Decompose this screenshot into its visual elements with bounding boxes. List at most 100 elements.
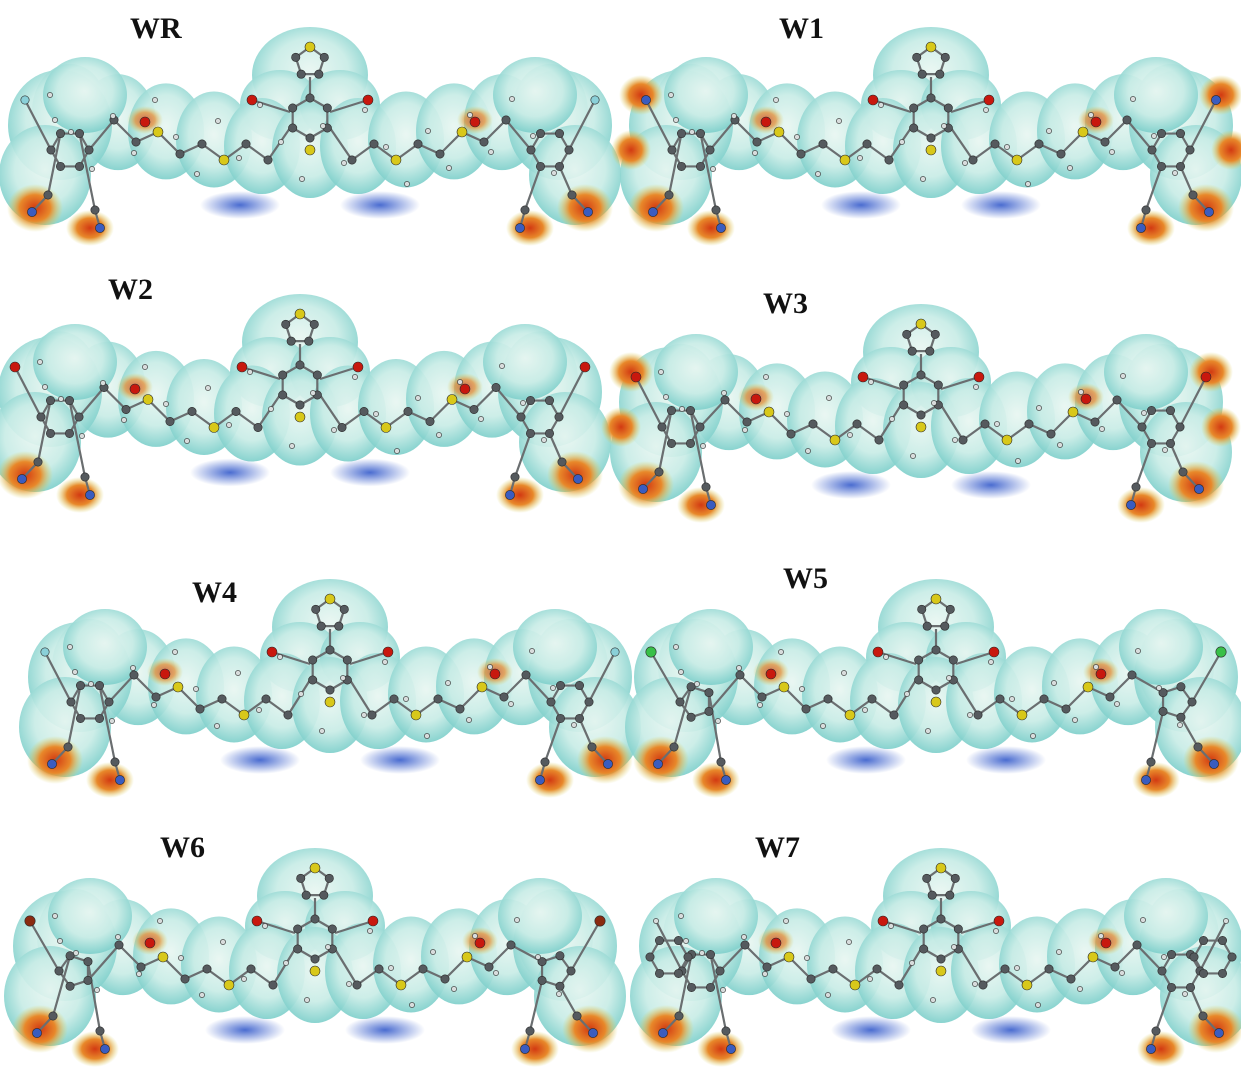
atom-h [236,155,242,161]
atom-c [540,757,550,767]
bond [98,685,117,763]
atom-c [1000,964,1010,974]
atom-c [499,692,509,702]
atom-c [554,129,564,139]
atom-h [152,97,158,103]
atom-h [1151,133,1157,139]
bond [719,944,746,972]
atom-c [706,950,716,960]
ball-and-stick-model [645,593,1227,785]
bond [356,968,380,986]
atom-c [742,417,752,427]
atom-c [129,670,139,680]
atom-c [308,675,318,685]
atom-c [686,406,696,416]
bond [113,119,137,143]
atom-h [715,718,721,724]
atom-h [731,113,737,119]
panel-label-wr: WR [130,12,182,45]
atom-o [1100,937,1112,949]
atom-h [988,659,994,665]
atom-h [205,385,211,391]
atom-h [424,733,430,739]
atom-h [742,427,748,433]
bond [655,920,683,972]
atom-c [359,407,369,417]
negative-lobe [1132,762,1180,798]
atom-c [1046,429,1056,439]
atom-s [915,421,927,433]
atom-h [1162,447,1168,453]
ball-and-stick-model [20,41,600,233]
atom-c [1056,149,1066,159]
atom-s [476,681,488,693]
atom-h [847,432,853,438]
bond [351,143,375,161]
atom-c [367,710,377,720]
atom-h [783,918,789,924]
atom-h [794,134,800,140]
panel-w1: W1 [611,0,1241,265]
atom-c [704,688,714,698]
atom-c [491,383,501,393]
atom-h [841,670,847,676]
atom-n [32,1028,42,1038]
atom-c [645,952,655,962]
atom-h [941,123,947,129]
atom-c [83,957,93,967]
atom-c [912,52,922,62]
atom-h [736,665,742,671]
atom-c [922,621,932,631]
atom-h [1072,717,1078,723]
atom-o [9,361,21,373]
atom-s [172,681,184,693]
bond [1136,944,1163,972]
atom-n [1214,1028,1224,1038]
atom-o [489,668,501,680]
atom-h [94,987,100,993]
atom-h [151,702,157,708]
atom-h [826,395,832,401]
atom-c [1187,697,1197,707]
atom-c [995,694,1005,704]
positive-region [340,191,420,219]
atom-c [916,370,926,380]
atom-h [721,390,727,396]
atom-h [299,176,305,182]
atom-h [679,406,685,412]
atom-h [109,718,115,724]
atom-c [506,940,516,950]
atom-c [555,981,565,991]
atom-c [701,482,711,492]
atom-n [573,474,583,484]
atom-h [499,363,505,369]
atom-n [726,1044,736,1054]
atom-h [1009,696,1015,702]
panel-wr: WR [0,0,621,265]
atom-h [1030,733,1036,739]
atom-c [305,93,315,103]
atom-c [674,1011,684,1021]
atom-c [525,428,535,438]
atom-c [696,129,706,139]
atom-c [673,936,683,946]
bond [1179,716,1199,748]
atom-s [294,411,306,423]
positive-region [360,746,440,774]
atom-c [555,951,565,961]
atom-c [1131,482,1141,492]
negative-lobe [1127,210,1175,246]
atom-c [95,1026,105,1036]
atom-c [195,704,205,714]
atom-c [63,742,73,752]
atom-c [65,396,75,406]
bond [1154,987,1173,1032]
atom-h [1098,933,1104,939]
atom-c [1146,757,1156,767]
ball-and-stick-model [630,318,1212,510]
bond [878,404,902,441]
atom-c [43,190,53,200]
atom-c [1178,467,1188,477]
bond [588,651,616,703]
atom-h [256,707,262,713]
